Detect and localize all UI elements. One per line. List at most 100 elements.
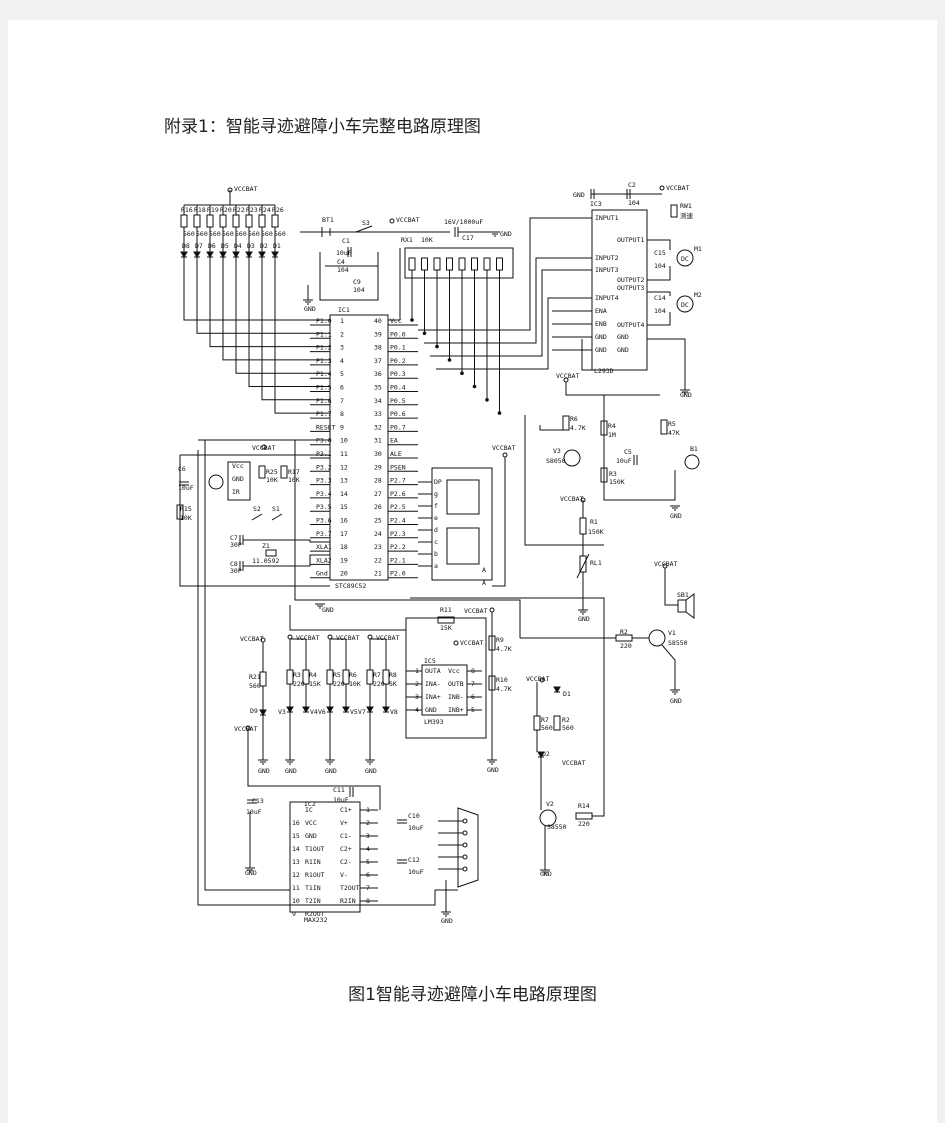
vcc-terminal <box>502 452 508 458</box>
sensor-resistor <box>382 669 390 685</box>
crystal-value: 11.0592 <box>252 557 279 565</box>
rw1-value: 测速 <box>680 212 694 220</box>
junction-dot <box>422 331 427 336</box>
crystal-ref: Z1 <box>262 542 270 550</box>
ldr-rl1 <box>579 555 587 573</box>
led-resistor <box>258 214 266 228</box>
resistor-value: 47K <box>668 429 680 437</box>
cap-ref: C12 <box>408 856 420 864</box>
r10 <box>488 675 496 691</box>
comparator-pin-num: 3 <box>415 693 419 701</box>
cap-value: 104 <box>628 199 640 207</box>
rs232-ic2 <box>289 801 361 913</box>
cap-value: 104 <box>353 286 365 294</box>
vcc-terminal <box>389 218 395 224</box>
resistor-value: 220 <box>620 642 632 650</box>
mcu-pin-num: 37 <box>374 357 382 365</box>
resistor-value: 220 <box>578 820 590 828</box>
rs232-pin-num: 8 <box>366 897 370 905</box>
mcu-pin-num: 26 <box>374 503 382 511</box>
transistor-part: S8050 <box>546 457 566 465</box>
mcu-pin-num: 5 <box>340 370 344 378</box>
wire <box>319 252 379 301</box>
junction-dot <box>447 358 452 362</box>
mcu-pin-num: 7 <box>340 397 344 405</box>
rs232-pin-num: 13 <box>292 858 300 866</box>
led-diode <box>271 251 279 258</box>
mcu-pin-name: Gnd <box>316 570 328 578</box>
led-ref: D8 <box>182 242 190 250</box>
junction-dot <box>435 344 439 349</box>
switch-s1 <box>271 513 283 521</box>
ir-pin-name: Vcc <box>232 462 244 470</box>
mcu-pin-name: P0.3 <box>390 370 406 378</box>
mcu-pin-num: 10 <box>340 437 348 445</box>
mcu-pin-name: P1.6 <box>316 397 332 405</box>
rs232-pin-name: R2IN <box>340 897 356 905</box>
rs232-pin-num: 6 <box>366 871 370 879</box>
led-resistor <box>193 214 201 228</box>
vcc-label: VCCBAT <box>240 635 264 643</box>
r17 <box>280 465 288 479</box>
vcc-terminal <box>327 634 333 640</box>
driver-pin-name: GND <box>617 346 629 354</box>
rs232-pin-num: 1 <box>366 806 370 814</box>
cap-ref: C4 <box>337 258 345 266</box>
mcu-pin-num: 38 <box>374 344 382 352</box>
led-diode <box>180 251 188 258</box>
vcc-terminal <box>580 497 586 503</box>
segment-top <box>446 479 480 515</box>
mcu-pin-name: P0.7 <box>390 423 406 431</box>
sensor-receiver <box>302 706 310 713</box>
resistor-value: 560 <box>562 724 574 732</box>
rs232-pin-num: 12 <box>292 871 300 879</box>
mcu-pin-name: P2.0 <box>390 570 406 578</box>
resistor-value: 10K <box>180 514 192 522</box>
mcu-pin-num: 32 <box>374 423 382 431</box>
vcc-label: VCCBAT <box>666 184 690 192</box>
driver-pin-name: INPUT1 <box>595 214 619 222</box>
sensor-resistor <box>286 669 294 685</box>
mcu-pin-name: P3.5 <box>316 503 332 511</box>
junction-dot <box>460 371 464 376</box>
motor-ref: M1 <box>694 245 702 253</box>
db9-pin <box>462 830 468 836</box>
rs232-pin-name: T1OUT <box>305 845 325 853</box>
cap-ref: C13 <box>252 797 264 805</box>
transistor-part: S8550 <box>668 639 688 647</box>
driver-pin-name: GND <box>617 333 629 341</box>
mcu-pin-name: P2.2 <box>390 543 406 551</box>
junction-dot <box>472 384 477 389</box>
display-common: A <box>482 566 486 574</box>
r2 <box>553 715 561 731</box>
led-resistor <box>219 214 227 228</box>
led-diode <box>245 251 253 258</box>
mcu-pin-name: RESET <box>316 423 336 431</box>
led-to-p1-wire <box>235 270 330 374</box>
resistor-network <box>404 247 514 279</box>
comparator-pin-name: INA+ <box>425 693 441 701</box>
rs232-pin-name: T2OUT <box>340 884 360 892</box>
mcu-pin-num: 14 <box>340 490 348 498</box>
r2 <box>615 634 633 642</box>
wire <box>492 457 506 587</box>
driver-part: L293D <box>594 367 614 375</box>
wire <box>664 568 678 606</box>
mcu-pin-name: P2.6 <box>390 490 406 498</box>
segment-pin-name: b <box>434 550 438 558</box>
mcu-pin-name: P2.4 <box>390 517 406 525</box>
resistor-value: 5K <box>389 680 397 688</box>
vcc-label: VCCBAT <box>560 495 584 503</box>
led-to-p1-wire <box>261 270 330 401</box>
driver-pin-name: OUTPUT4 <box>617 321 644 329</box>
resistor-value: 4.7K <box>570 424 586 432</box>
sensor-receiver <box>382 706 390 713</box>
resistor-ref: R2 <box>620 628 628 636</box>
switch-ref: S1 <box>272 505 280 513</box>
rs232-pin-num: 16 <box>292 819 300 827</box>
mcu-pin-num: 11 <box>340 450 348 458</box>
gnd-label: GND <box>365 767 377 775</box>
rs232-pin-num: 14 <box>292 845 300 853</box>
resistor-value: 560 <box>235 230 247 238</box>
wire <box>243 554 330 567</box>
